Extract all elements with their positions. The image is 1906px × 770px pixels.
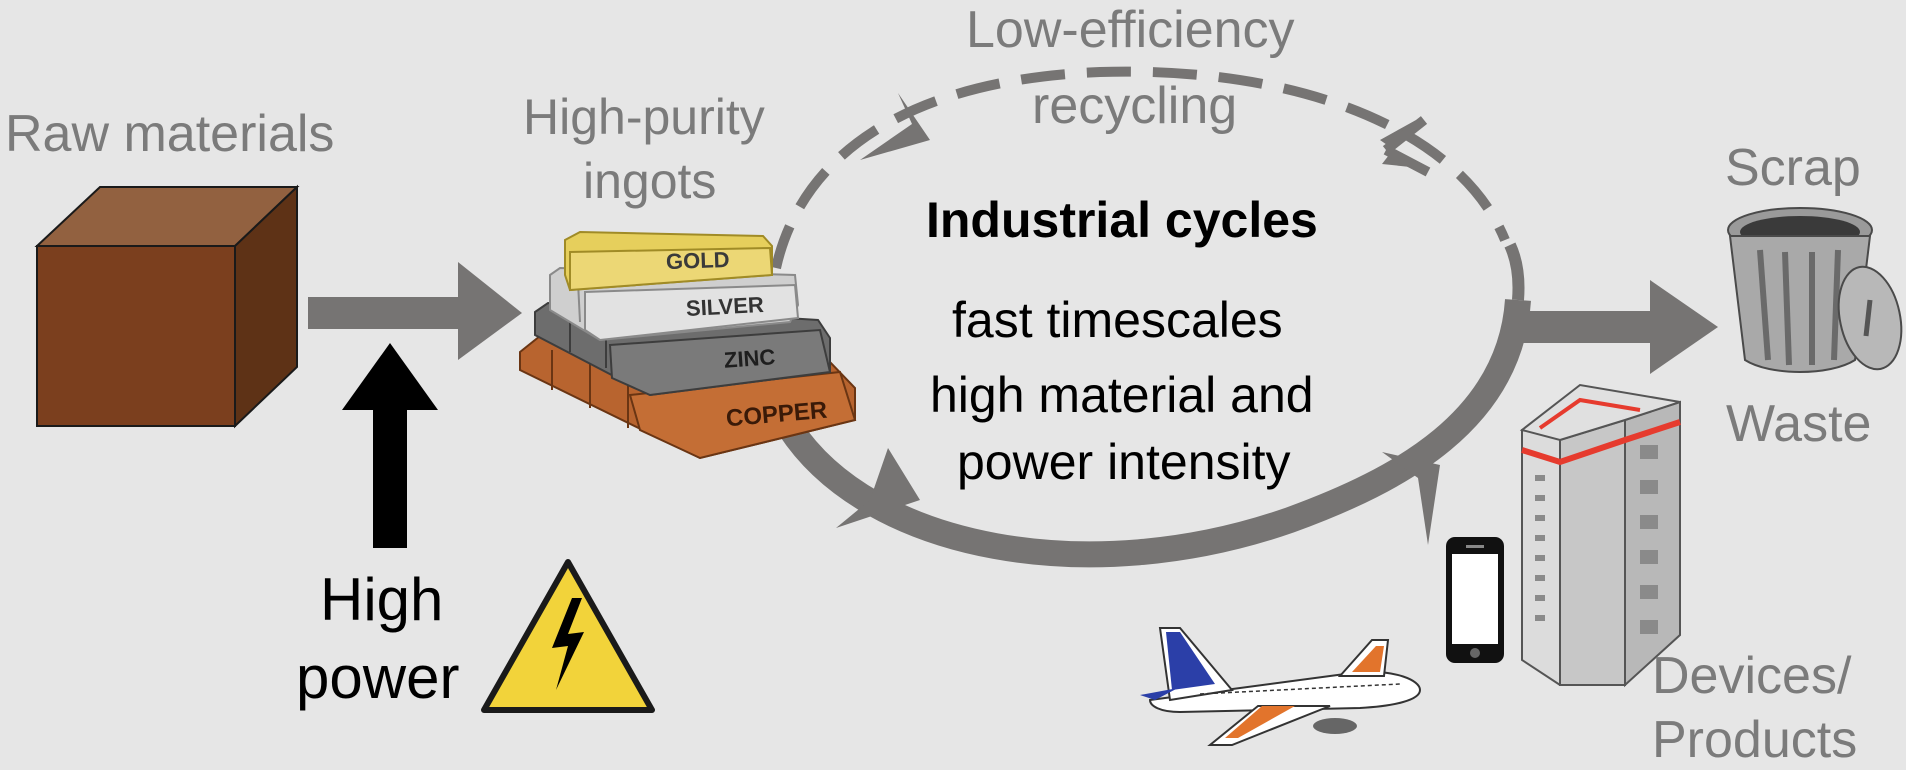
smartphone-icon (1446, 537, 1504, 663)
airplane-icon (1140, 627, 1422, 746)
cycle-title: Industrial cycles (926, 192, 1318, 248)
ingot-stack-icon (519, 230, 857, 460)
arrow-raw-to-ingots (308, 262, 522, 360)
trash-can-icon (1727, 207, 1903, 373)
raw-materials-label: Raw materials (5, 105, 335, 163)
high-voltage-warning-icon (481, 559, 655, 713)
waste-label: Waste (1726, 395, 1872, 453)
recycling-arrow (771, 66, 1510, 270)
recycling-label-line1: Low-efficiency (966, 1, 1295, 59)
ingots-label-line2: ingots (583, 153, 717, 209)
recycling-label-line2: recycling (1032, 77, 1238, 135)
cycle-text-line1: fast timescales (952, 292, 1283, 348)
industrial-cycle-arrow (779, 242, 1531, 568)
zinc-ingot-label: ZINC (723, 344, 777, 373)
building-icon (1519, 383, 1681, 688)
power-label-line2: power (296, 644, 460, 711)
gold-ingot-label: GOLD (665, 246, 730, 275)
devices-label-line1: Devices/ (1652, 647, 1852, 705)
arrow-to-scrap (1510, 280, 1718, 374)
silver-ingot-label: SILVER (685, 291, 765, 322)
scrap-label: Scrap (1725, 139, 1861, 197)
devices-label-line2: Products (1652, 711, 1858, 769)
power-arrow (342, 343, 438, 548)
power-label-line1: High (320, 566, 444, 633)
cycle-text-line2: high material and (930, 367, 1314, 423)
ingots-label-line1: High-purity (523, 89, 765, 145)
cube-icon (34, 184, 300, 429)
cycle-text-line3: power intensity (957, 434, 1291, 490)
